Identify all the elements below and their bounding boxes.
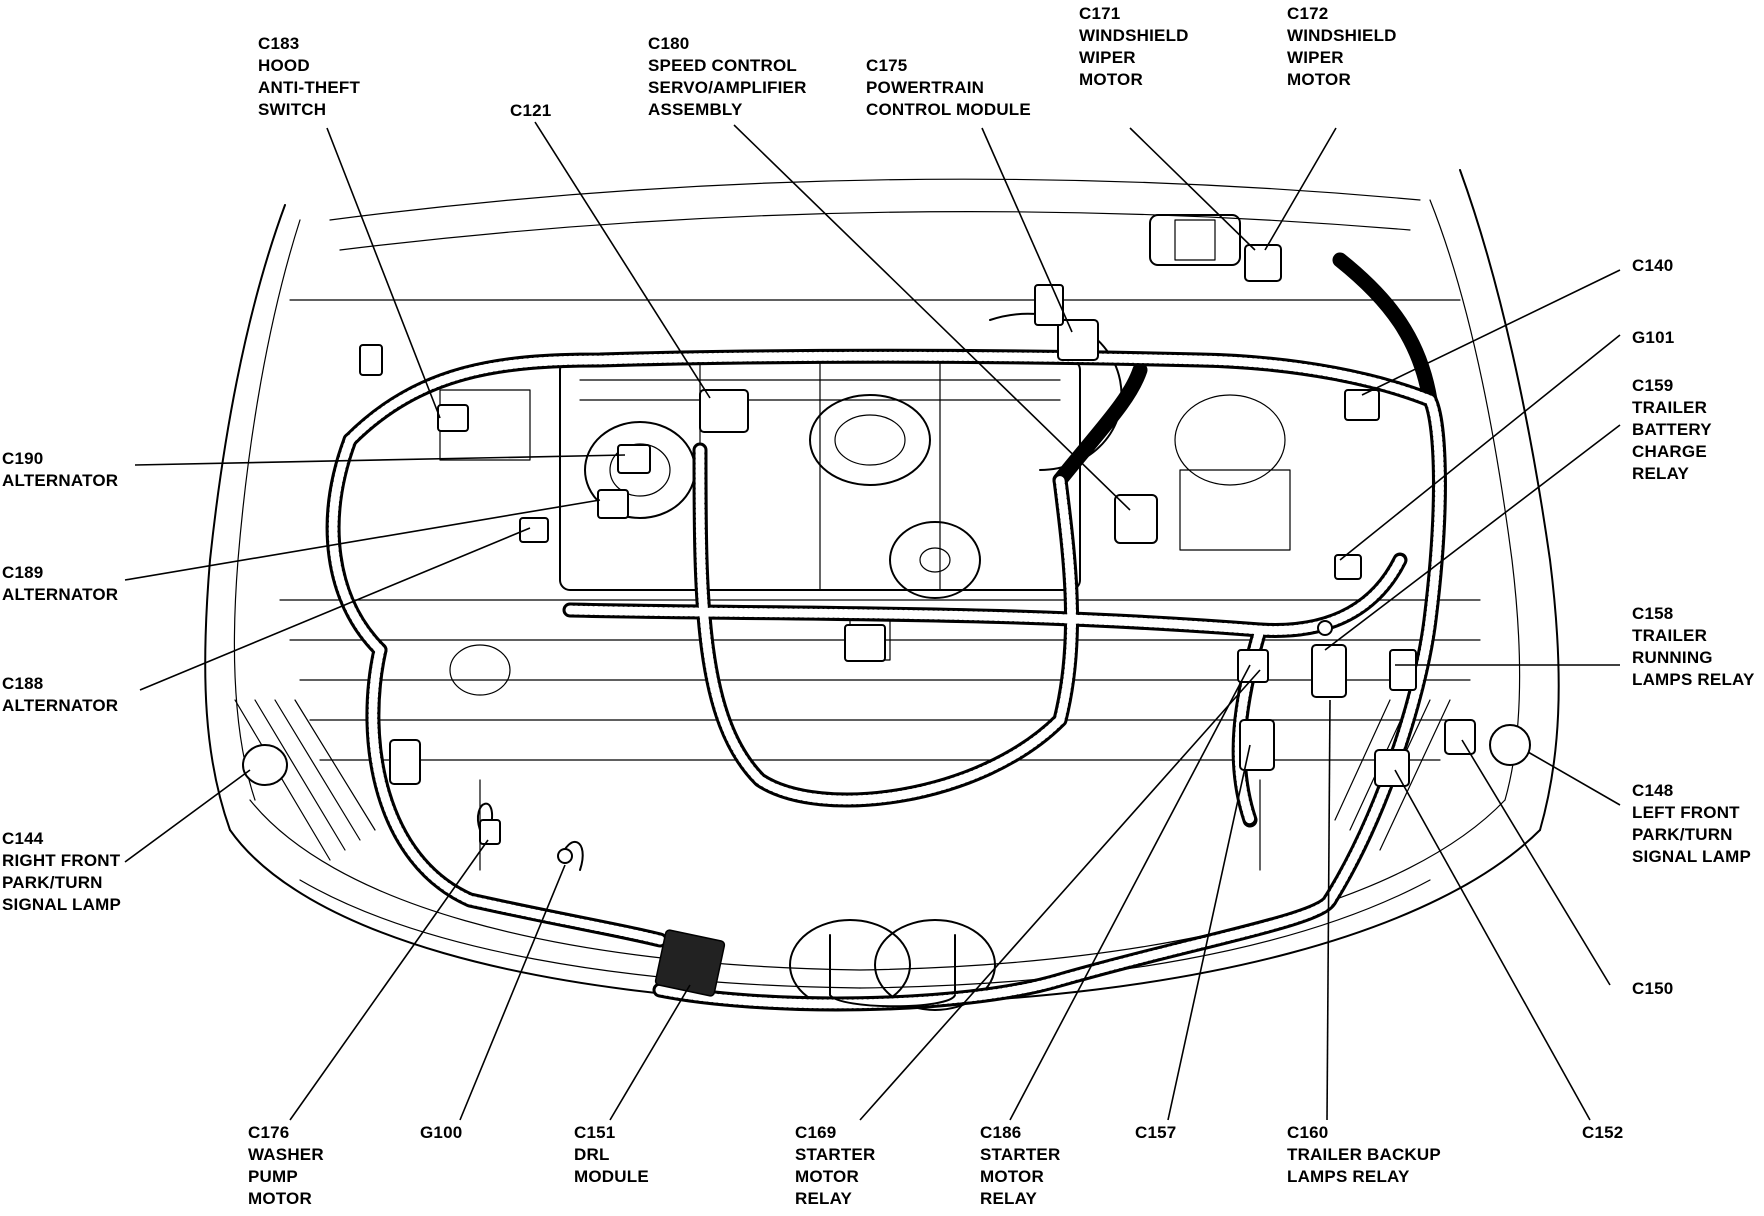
callout-line: C150 (1632, 979, 1674, 998)
callout-line: C169 (795, 1123, 837, 1142)
callout-c151: C151 DRL MODULE (574, 1122, 649, 1188)
callout-line: G101 (1632, 328, 1675, 347)
callout-c148: C148 LEFT FRONT PARK/TURN SIGNAL LAMP (1632, 780, 1751, 868)
callout-line: RELAY (980, 1189, 1038, 1208)
callout-c150: C150 (1632, 978, 1673, 1000)
callout-c172: C172 WINDSHIELD WIPER MOTOR (1287, 3, 1397, 91)
callout-line: C183 (258, 34, 300, 53)
callout-line: CHARGE (1632, 442, 1707, 461)
callout-line: LEFT FRONT (1632, 803, 1740, 822)
callout-line: MOTOR (1287, 70, 1351, 89)
callout-line: DRL (574, 1145, 610, 1164)
callout-line: C176 (248, 1123, 290, 1142)
callout-c144: C144 RIGHT FRONT PARK/TURN SIGNAL LAMP (2, 828, 121, 916)
callout-line: C121 (510, 101, 552, 120)
callout-line: MODULE (574, 1167, 649, 1186)
callout-line: C157 (1135, 1123, 1177, 1142)
callout-line: C189 (2, 563, 44, 582)
callout-c169: C169 STARTER MOTOR RELAY (795, 1122, 875, 1210)
callout-line: WIPER (1079, 48, 1136, 67)
callout-line: G100 (420, 1123, 463, 1142)
callout-line: MOTOR (795, 1167, 859, 1186)
callout-line: LAMPS RELAY (1632, 670, 1755, 689)
callout-line: TRAILER BACKUP (1287, 1145, 1441, 1164)
callout-g101: G101 (1632, 327, 1674, 349)
callout-line: ALTERNATOR (2, 471, 119, 490)
callout-line: C160 (1287, 1123, 1329, 1142)
callout-line: C148 (1632, 781, 1674, 800)
callout-line: RUNNING (1632, 648, 1713, 667)
callout-line: C186 (980, 1123, 1022, 1142)
callout-line: MOTOR (1079, 70, 1143, 89)
callout-line: SIGNAL LAMP (2, 895, 122, 914)
callout-line: PARK/TURN (2, 873, 103, 892)
callout-line: WIPER (1287, 48, 1344, 67)
callout-c186: C186 STARTER MOTOR RELAY (980, 1122, 1060, 1210)
callout-c160: C160 TRAILER BACKUP LAMPS RELAY (1287, 1122, 1441, 1188)
callout-line: C175 (866, 56, 908, 75)
callout-c121: C121 (510, 100, 551, 122)
connectors (242, 244, 1531, 997)
callout-c183: C183 HOOD ANTI-THEFT SWITCH (258, 33, 360, 121)
callout-line: TRAILER (1632, 398, 1708, 417)
callout-line: C152 (1582, 1123, 1624, 1142)
callout-c171: C171 WINDSHIELD WIPER MOTOR (1079, 3, 1189, 91)
callout-line: HOOD (258, 56, 310, 75)
callout-c176: C176 WASHER PUMP MOTOR (248, 1122, 324, 1210)
callout-line: RELAY (1632, 464, 1690, 483)
callout-c189: C189 ALTERNATOR (2, 562, 118, 606)
callout-line: RELAY (795, 1189, 853, 1208)
callout-g100: G100 (420, 1122, 462, 1144)
callout-c180: C180 SPEED CONTROL SERVO/AMPLIFIER ASSEM… (648, 33, 807, 121)
callout-line: C159 (1632, 376, 1674, 395)
callout-line: STARTER (980, 1145, 1061, 1164)
callout-line: C190 (2, 449, 44, 468)
callout-line: PARK/TURN (1632, 825, 1733, 844)
callout-c157: C157 (1135, 1122, 1176, 1144)
callout-line: WASHER (248, 1145, 324, 1164)
callout-line: ALTERNATOR (2, 696, 119, 715)
callout-line: ASSEMBLY (648, 100, 743, 119)
callout-line: MOTOR (248, 1189, 312, 1208)
callout-line: PUMP (248, 1167, 298, 1186)
callout-line: WINDSHIELD (1287, 26, 1397, 45)
callout-line: CONTROL MODULE (866, 100, 1031, 119)
callout-line: RIGHT FRONT (2, 851, 121, 870)
callout-c159: C159 TRAILER BATTERY CHARGE RELAY (1632, 375, 1712, 485)
callout-line: C180 (648, 34, 690, 53)
callout-line: C158 (1632, 604, 1674, 623)
callout-c140: C140 (1632, 255, 1673, 277)
callout-line: C140 (1632, 256, 1674, 275)
callout-line: ANTI-THEFT (258, 78, 361, 97)
callout-line: C151 (574, 1123, 616, 1142)
callout-line: SERVO/AMPLIFIER (648, 78, 807, 97)
callout-line: C188 (2, 674, 44, 693)
callout-line: MOTOR (980, 1167, 1044, 1186)
callout-line: ALTERNATOR (2, 585, 119, 604)
callout-line: SIGNAL LAMP (1632, 847, 1752, 866)
callout-line: STARTER (795, 1145, 876, 1164)
callout-line: POWERTRAIN (866, 78, 985, 97)
callout-line: C172 (1287, 4, 1329, 23)
callout-line: SWITCH (258, 100, 327, 119)
callout-c175: C175 POWERTRAIN CONTROL MODULE (866, 55, 1031, 121)
wiring-harness (325, 252, 1447, 1012)
callout-line: WINDSHIELD (1079, 26, 1189, 45)
callout-line: SPEED CONTROL (648, 56, 798, 75)
callout-c152: C152 (1582, 1122, 1623, 1144)
callout-line: TRAILER (1632, 626, 1708, 645)
callout-line: C171 (1079, 4, 1121, 23)
callout-line: BATTERY (1632, 420, 1712, 439)
vehicle-body-outline (204, 169, 1560, 1006)
callout-line: C144 (2, 829, 44, 848)
callout-line: LAMPS RELAY (1287, 1167, 1410, 1186)
callout-c190: C190 ALTERNATOR (2, 448, 118, 492)
leader-lines (124, 121, 1621, 1121)
callout-c158: C158 TRAILER RUNNING LAMPS RELAY (1632, 603, 1754, 691)
callout-c188: C188 ALTERNATOR (2, 673, 118, 717)
